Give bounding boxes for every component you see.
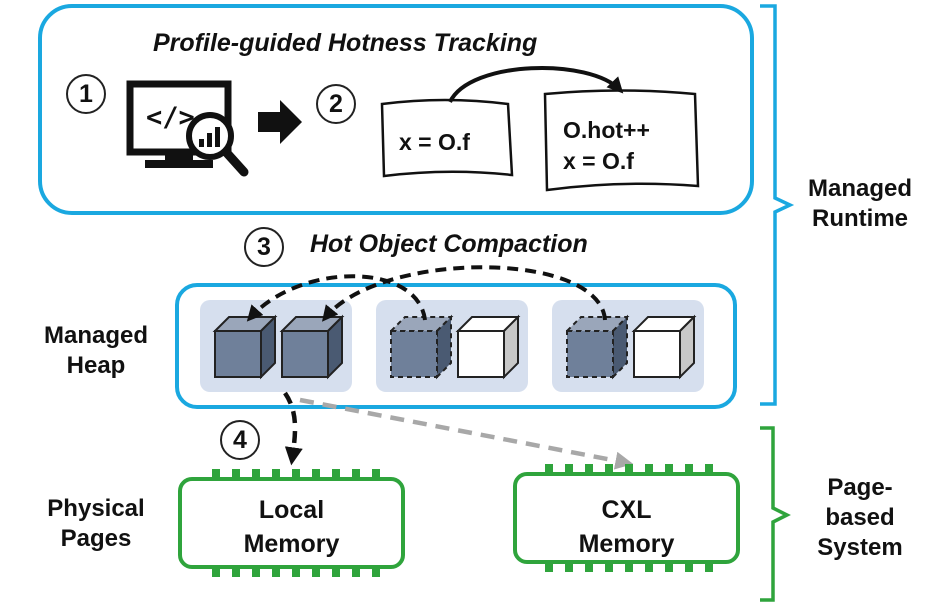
right-arrow-icon	[258, 100, 302, 144]
cxl-memory-label: CXL Memory	[515, 493, 738, 561]
code-box-after	[543, 89, 700, 192]
hot-cube-icon	[212, 314, 278, 380]
page-based-line2: based	[825, 504, 895, 531]
moved-hot-cube-icon	[388, 314, 454, 380]
physical-pages-label-line2: Pages	[60, 525, 132, 552]
page-based-label: Page- based System	[790, 473, 930, 563]
cxl-memory-chip	[513, 472, 740, 564]
to-local-memory-arrow	[283, 391, 303, 466]
managed-heap-label-line1: Managed	[43, 322, 148, 349]
to-cxl-memory-arrow	[299, 397, 634, 470]
svg-text:</>: </>	[146, 102, 195, 133]
managed-heap-label-line2: Heap	[66, 352, 126, 379]
page-based-bracket	[760, 426, 791, 602]
local-memory-label: Local Memory	[180, 493, 403, 561]
local-memory-line2: Memory	[243, 530, 340, 558]
physical-pages-label-line1: Physical	[47, 495, 145, 522]
local-memory-chip	[178, 477, 405, 569]
managed-runtime-label: Managed Runtime	[790, 174, 930, 234]
instrumentation-arrow	[448, 66, 624, 103]
profile-box	[38, 4, 754, 215]
memory-chip-icon	[212, 469, 380, 577]
code-after-line1: O.hot++	[563, 117, 650, 143]
code-box-before	[380, 98, 514, 178]
cold-cube-icon	[455, 314, 521, 380]
hot-cube-icon	[279, 314, 345, 380]
physical-pages-label: Physical Pages	[16, 494, 176, 554]
page-based-line1: Page-	[827, 474, 893, 501]
moved-hot-cube-icon	[564, 314, 630, 380]
managed-runtime-line2: Runtime	[812, 205, 908, 232]
memory-chip-icon	[545, 464, 713, 572]
managed-runtime-line1: Managed	[807, 175, 912, 202]
magnifier-chart-icon	[186, 112, 249, 177]
code-after-line2: x = O.f	[563, 148, 634, 174]
cxl-memory-line1: CXL	[601, 496, 652, 524]
local-memory-line1: Local	[258, 496, 325, 524]
managed-runtime-bracket	[760, 4, 795, 406]
managed-heap-label: Managed Heap	[16, 321, 176, 381]
step-3-badge: 3	[244, 227, 284, 267]
step-2-badge: 2	[316, 84, 356, 124]
step-4-badge: 4	[220, 420, 260, 460]
profile-title: Profile-guided Hotness Tracking	[153, 29, 538, 57]
cxl-memory-line2: Memory	[578, 530, 675, 558]
compaction-title: Hot Object Compaction	[310, 230, 588, 258]
compaction-arrow-2	[321, 265, 607, 322]
code-before: x = O.f	[399, 129, 470, 155]
cold-cube-icon	[631, 314, 697, 380]
step-1-badge: 1	[66, 74, 106, 114]
page-based-line3: System	[817, 534, 903, 561]
managed-heap-box	[175, 283, 737, 409]
compaction-arrow-1	[246, 274, 427, 322]
